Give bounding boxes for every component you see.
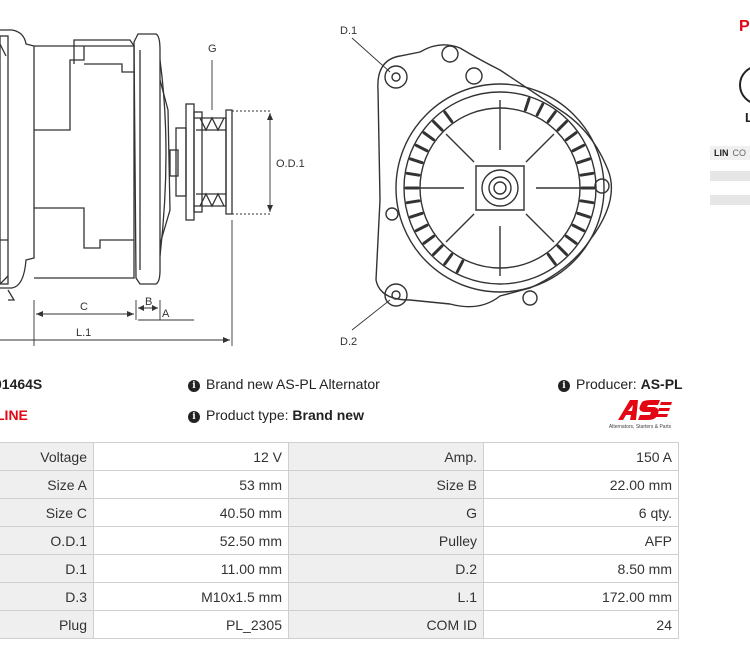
vent-slot: [546, 252, 557, 266]
vent-slot: [579, 171, 595, 177]
vent-slot: [576, 157, 591, 165]
vent-slot: [443, 252, 454, 266]
spec-value: 11.00 mm: [93, 554, 289, 583]
side-panel-bar: [710, 171, 750, 181]
vent-slot: [579, 199, 595, 205]
vent-slot: [523, 97, 531, 112]
vent-slot: [443, 110, 454, 124]
spec-value: 24: [483, 610, 679, 639]
dim-label-l1: L.1: [76, 327, 91, 339]
spec-key: Pulley: [288, 526, 484, 555]
dim-label-d2: D.2: [340, 336, 357, 348]
product-type: i Product type: Brand new: [188, 407, 364, 423]
spec-value: 150 A: [483, 442, 679, 471]
dim-label-c: C: [80, 301, 88, 313]
alternator-front-view: D.1 D.2: [340, 25, 613, 348]
vent-slot: [405, 171, 421, 177]
info-icon: i: [188, 380, 200, 392]
vent-slot: [564, 234, 578, 245]
alternator-side-view: G O.D.1 C B A L.1: [0, 29, 305, 346]
vent-slot: [546, 110, 557, 124]
vent-slot: [422, 131, 436, 142]
spec-value: 8.50 mm: [483, 554, 679, 583]
spec-key: COM ID: [288, 610, 484, 639]
dim-label-od1: O.D.1: [276, 158, 305, 170]
producer: i Producer: AS-PL: [558, 376, 683, 392]
spec-value: 22.00 mm: [483, 470, 679, 499]
brand-text: Brand new AS-PL Alternator: [206, 376, 380, 392]
spec-key: L.1: [288, 582, 484, 611]
spec-value: PL_2305: [93, 610, 289, 639]
spec-value: 172.00 mm: [483, 582, 679, 611]
spec-value: AFP: [483, 526, 679, 555]
spec-key: O.D.1: [0, 526, 94, 555]
spec-key: G: [288, 498, 484, 527]
info-icon: i: [558, 380, 570, 392]
spec-key: D.2: [288, 554, 484, 583]
vent-slot: [571, 143, 586, 153]
dim-label-d1: D.1: [340, 25, 357, 37]
vent-slot: [422, 234, 436, 245]
product-line: LINE: [0, 407, 28, 423]
product-code: 01464S: [0, 376, 43, 392]
vent-slot: [535, 102, 545, 117]
vent-slot: [576, 211, 591, 219]
spec-value: 53 mm: [93, 470, 289, 499]
side-panel-circle-icon: [739, 65, 750, 105]
producer-value: AS-PL: [640, 376, 683, 392]
info-icon: i: [188, 411, 200, 423]
vent-slot: [414, 143, 429, 153]
side-panel-bar: [710, 195, 750, 205]
spec-value: M10x1.5 mm: [93, 582, 289, 611]
as-pl-logo-mark: [618, 400, 672, 420]
spec-key: D.1: [0, 554, 94, 583]
technical-drawing: G O.D.1 C B A L.1: [0, 25, 613, 348]
vent-slot: [556, 244, 568, 256]
vent-slot: [432, 244, 444, 256]
spec-value: 40.50 mm: [93, 498, 289, 527]
vent-slot: [405, 199, 421, 205]
tab-co[interactable]: CO: [732, 148, 747, 158]
side-panel-letter: P: [739, 18, 750, 35]
vent-slot: [414, 223, 429, 233]
spec-key: Voltage: [0, 442, 94, 471]
brand-info: i Brand new AS-PL Alternator: [188, 376, 380, 392]
vent-slot: [571, 223, 586, 233]
spec-key: Size A: [0, 470, 94, 499]
spec-key: Size C: [0, 498, 94, 527]
logo-caption: Alternators, Starters & Parts: [608, 424, 672, 430]
spec-key: D.3: [0, 582, 94, 611]
vent-slot: [564, 131, 578, 142]
vent-slot: [556, 120, 568, 132]
spec-key: Size B: [288, 470, 484, 499]
producer-label: Producer:: [576, 376, 637, 392]
vent-slot: [455, 259, 465, 274]
spec-value: 6 qty.: [483, 498, 679, 527]
vent-slot: [409, 211, 424, 219]
tab-lin[interactable]: LIN: [714, 148, 729, 158]
spec-value: 52.50 mm: [93, 526, 289, 555]
dim-label-g: G: [208, 43, 217, 55]
vent-slot: [409, 157, 424, 165]
spec-key: Plug: [0, 610, 94, 639]
spec-key: Amp.: [288, 442, 484, 471]
as-pl-logo: Alternators, Starters & Parts: [602, 398, 678, 432]
spec-value: 12 V: [93, 442, 289, 471]
product-type-label: Product type:: [206, 407, 289, 423]
dim-label-b: B: [145, 296, 152, 308]
side-panel-letter-l: L: [745, 110, 750, 125]
dim-label-a: A: [162, 308, 170, 320]
vent-slot: [432, 120, 444, 132]
product-type-value: Brand new: [292, 407, 364, 423]
